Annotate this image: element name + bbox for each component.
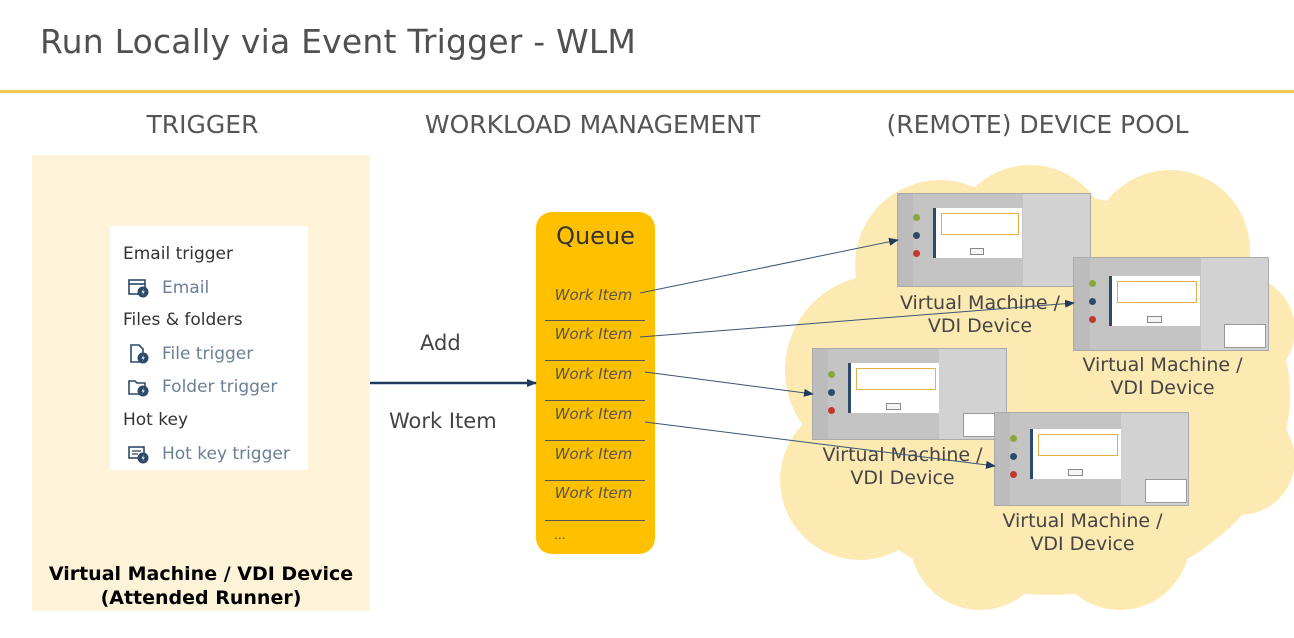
queue-work-item: Work Item bbox=[554, 286, 633, 304]
device-label-line1: Virtual Machine / bbox=[1082, 354, 1243, 376]
device-label-line2: VDI Device bbox=[850, 467, 955, 489]
dispatch-arrow bbox=[644, 421, 996, 469]
hot-key-heading: Hot key bbox=[123, 410, 189, 430]
device-label: Virtual Machine / VDI Device bbox=[1075, 354, 1250, 400]
queue-divider bbox=[545, 520, 645, 521]
device-label-line2: VDI Device bbox=[1110, 377, 1215, 399]
page-title: Run Locally via Event Trigger - WLM bbox=[40, 22, 637, 61]
dispatch-arrow bbox=[639, 237, 899, 294]
dispatch-arrow bbox=[639, 299, 1075, 338]
queue-container bbox=[536, 212, 655, 554]
queue-divider bbox=[545, 360, 645, 361]
queue-divider bbox=[545, 400, 645, 401]
device-label-line2: VDI Device bbox=[927, 315, 1033, 337]
queue-work-item: Work Item bbox=[554, 365, 633, 383]
device-screenshot bbox=[1074, 258, 1268, 350]
queue-work-item: Work Item bbox=[554, 445, 633, 463]
hot-key-trigger-item[interactable]: Hot key trigger bbox=[162, 444, 290, 464]
queue-divider bbox=[545, 480, 645, 481]
email-trigger-item[interactable]: Email bbox=[162, 278, 210, 298]
device-label: Virtual Machine / VDI Device bbox=[995, 510, 1170, 556]
pool-column-header: (REMOTE) DEVICE POOL bbox=[886, 110, 1189, 139]
hot-key-trigger-icon bbox=[128, 446, 149, 464]
queue-title: Queue bbox=[556, 222, 635, 250]
file-trigger-item[interactable]: File trigger bbox=[162, 344, 254, 364]
queue-divider bbox=[545, 440, 645, 441]
folder-trigger-icon bbox=[128, 380, 149, 397]
device-label-line1: Virtual Machine / bbox=[899, 292, 1061, 314]
device-label-line1: Virtual Machine / bbox=[1002, 510, 1163, 532]
device-label: Virtual Machine / VDI Device bbox=[895, 292, 1065, 338]
trigger-device-line2: (Attended Runner) bbox=[100, 587, 302, 609]
queue-work-item: Work Item bbox=[554, 325, 633, 343]
queue-more: ... bbox=[554, 526, 566, 542]
dispatch-arrow bbox=[644, 371, 814, 397]
device-screenshot bbox=[898, 194, 1090, 286]
edge-label-add: Add bbox=[420, 331, 461, 355]
title-divider bbox=[0, 90, 1294, 93]
trigger-device-line1: Virtual Machine / VDI Device bbox=[48, 563, 354, 585]
queue-divider bbox=[545, 320, 645, 321]
queue-work-item: Work Item bbox=[554, 484, 633, 502]
device-label-line2: VDI Device bbox=[1030, 533, 1135, 555]
queue-work-item: Work Item bbox=[554, 405, 633, 423]
folder-trigger-item[interactable]: Folder trigger bbox=[162, 377, 278, 397]
email-trigger-icon bbox=[128, 279, 149, 298]
edge-label-work-item: Work Item bbox=[389, 409, 497, 433]
trigger-device-label: Virtual Machine / VDI Device (Attended R… bbox=[32, 562, 370, 610]
file-trigger-icon bbox=[130, 344, 149, 364]
trigger-column-header: TRIGGER bbox=[146, 110, 259, 139]
email-trigger-heading: Email trigger bbox=[123, 244, 233, 264]
workload-column-header: WORKLOAD MANAGEMENT bbox=[424, 110, 761, 139]
device-screenshot bbox=[995, 413, 1188, 505]
files-folders-heading: Files & folders bbox=[123, 310, 243, 330]
